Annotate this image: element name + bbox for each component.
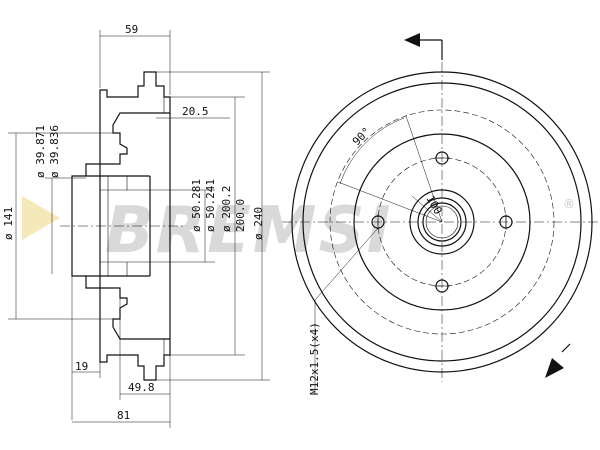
dim-outer-text: ø 240 bbox=[252, 207, 265, 240]
dim-hub: ø 50.281 ø 50.241 bbox=[150, 179, 217, 263]
dim-depth-inner-text: 49.8 bbox=[128, 381, 155, 394]
section-arrows bbox=[404, 33, 571, 378]
dim-pcd-text: ø 141 bbox=[2, 207, 15, 240]
dim-drum: ø 200.2 200.0 bbox=[170, 96, 247, 356]
dim-outer: ø 240 bbox=[156, 71, 270, 381]
dim-flange: 20.5 bbox=[156, 105, 230, 119]
dim-pcd: ø 141 bbox=[2, 132, 113, 320]
registered-mark: ® bbox=[563, 197, 575, 211]
dim-top-width-text: 59 bbox=[125, 23, 138, 36]
dim-angle-text: 90° bbox=[350, 125, 373, 148]
dim-hub-min-text: ø 50.241 bbox=[204, 179, 217, 232]
dim-top-width: 59 bbox=[99, 23, 171, 95]
thread-callout-text: M12x1.5(x4) bbox=[308, 322, 321, 395]
dim-hub-max-text: ø 50.281 bbox=[190, 179, 203, 232]
dim-depth-inner: 49.8 bbox=[119, 298, 171, 400]
dim-offset-text: 19 bbox=[75, 360, 88, 373]
dim-bore: ø 39.871 ø 39.836 bbox=[34, 125, 86, 274]
dim-total-height-text: 81 bbox=[117, 409, 130, 422]
section-arrow-bottom-icon bbox=[545, 358, 564, 378]
dim-bolt-circle-text: 100 bbox=[423, 193, 444, 217]
dim-total-height: 81 bbox=[72, 400, 171, 428]
dim-bore-max-text: ø 39.871 bbox=[34, 125, 47, 178]
dim-flange-text: 20.5 bbox=[182, 105, 209, 118]
drum-front-view bbox=[282, 62, 600, 382]
dim-offset: 19 bbox=[71, 276, 101, 420]
drum-cross-section bbox=[60, 71, 185, 381]
section-arrow-top-icon bbox=[404, 33, 420, 47]
dim-drum-min-text: 200.0 bbox=[234, 199, 247, 232]
watermark-arrow bbox=[22, 196, 60, 240]
dim-bolt-circle: 100 bbox=[411, 193, 445, 223]
dim-bore-min-text: ø 39.836 bbox=[48, 125, 61, 178]
brand-watermark: BREMSI bbox=[105, 194, 392, 268]
thread-callout: M12x1.5(x4) bbox=[308, 227, 379, 395]
dim-drum-max-text: ø 200.2 bbox=[220, 186, 233, 232]
